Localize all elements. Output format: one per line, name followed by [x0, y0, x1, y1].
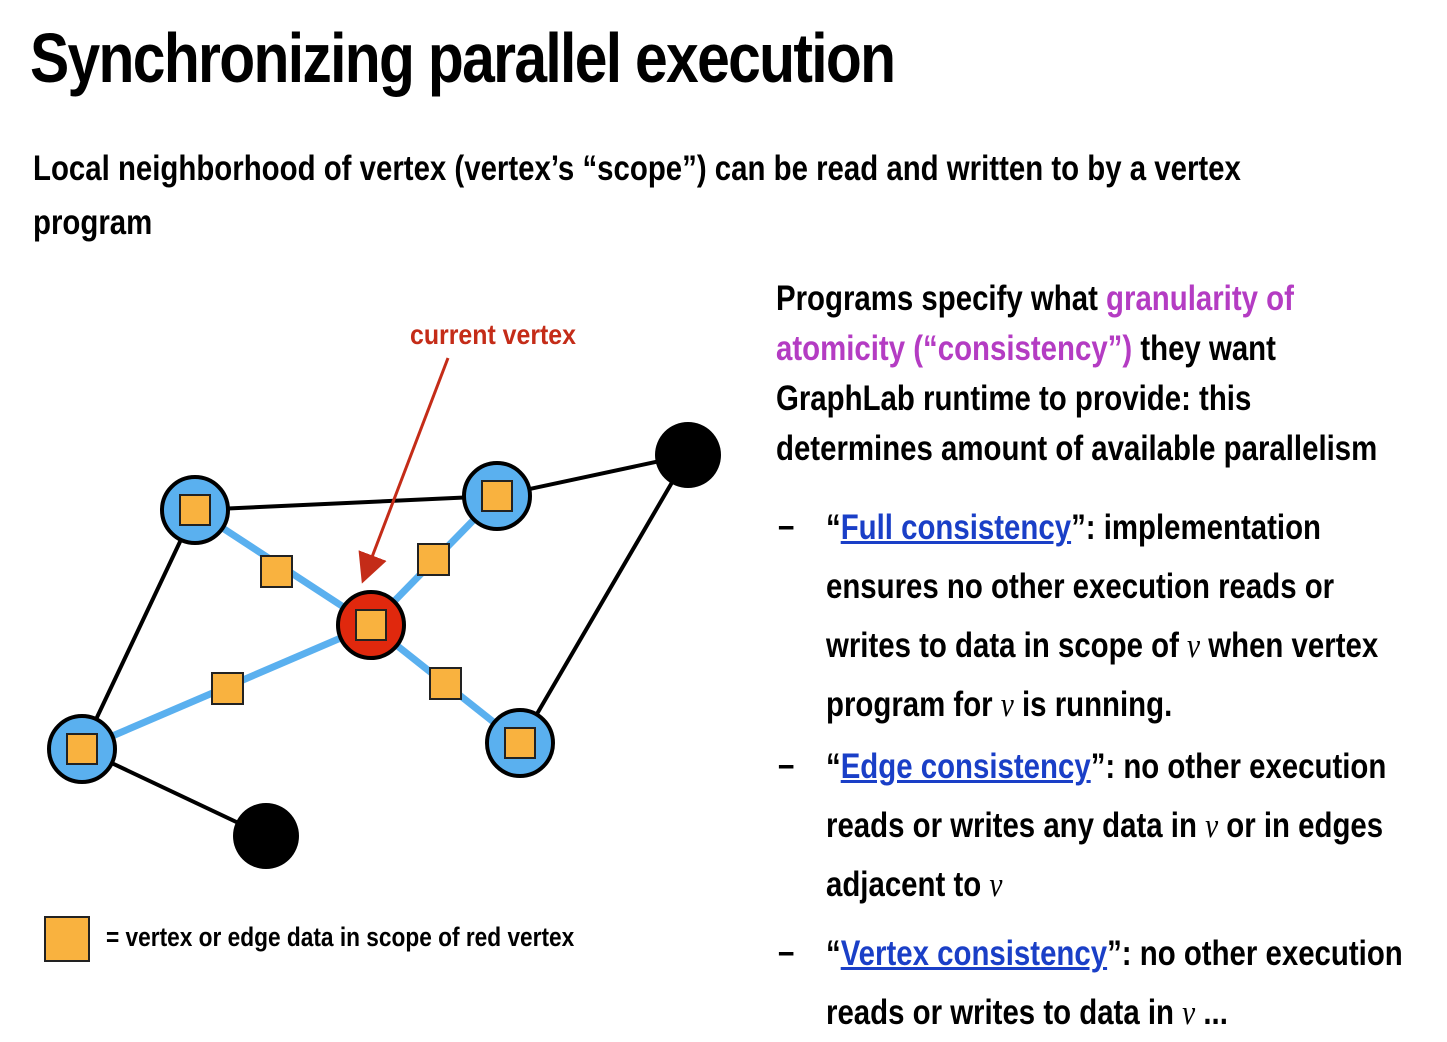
bullet-dash: – [778, 506, 795, 545]
bullet-text: “Edge consistency”: no other execution r… [826, 737, 1422, 914]
bullet-dash: – [778, 932, 795, 971]
bullet-body: or in edges adjacent to [826, 806, 1384, 904]
intro-text: Programs specify what [776, 279, 1107, 318]
current-vertex-arrow [358, 357, 450, 584]
bullet-text: “Vertex consistency”: no other execution… [826, 924, 1422, 1042]
quote-mark: “ [826, 508, 841, 547]
subtitle: Local neighborhood of vertex (vertex’s “… [33, 149, 1241, 242]
page-title: Synchronizing parallel execution [30, 19, 896, 97]
variable-v: v [1205, 806, 1219, 845]
edge-tl-tr [194, 494, 498, 512]
other-vertex [233, 803, 299, 869]
scope-vertex [160, 475, 230, 545]
edge-data-box [260, 555, 293, 588]
edge-consistency-link[interactable]: Edge consistency [840, 747, 1091, 786]
variable-v: v [989, 865, 1003, 904]
bullet-body: ”: implementation ensures no other execu… [826, 508, 1335, 665]
current-vertex-label: current vertex [410, 319, 576, 350]
vertex-consistency-link[interactable]: Vertex consistency [840, 934, 1108, 973]
intro-highlight: granularity of atomicity (“consistency”) [776, 279, 1294, 368]
quote-mark: “ [826, 934, 841, 973]
variable-v: v [1000, 685, 1014, 724]
edge-data-box [417, 543, 450, 576]
bullet-body: is running. [1013, 685, 1173, 724]
bullet-dash: – [778, 745, 795, 784]
bullet-body: when vertex program for [826, 626, 1379, 724]
edge-tl-bl [80, 509, 197, 750]
bullet-text: “Full consistency”: implementation ensur… [826, 498, 1422, 734]
other-vertex [655, 422, 721, 488]
intro-text: they want GraphLab runtime to provide: t… [776, 329, 1378, 468]
current-vertex [336, 590, 406, 660]
edge-top-black-br [518, 453, 690, 745]
bullet-body: ”: no other execution reads or writes to… [826, 934, 1403, 1032]
bullet-body: ... [1195, 993, 1228, 1032]
variable-v: v [1182, 993, 1196, 1032]
edge-data-box [429, 667, 462, 700]
consistency-intro: Programs specify what granularity of ato… [776, 274, 1414, 474]
scope-vertex [462, 461, 532, 531]
quote-mark: “ [826, 747, 841, 786]
scope-vertex [47, 714, 117, 784]
legend-text: = vertex or edge data in scope of red ve… [106, 922, 575, 952]
scope-vertex [485, 708, 555, 778]
variable-v: v [1187, 626, 1201, 665]
graph-diagram: current vertex [47, 319, 721, 869]
full-consistency-link[interactable]: Full consistency [840, 508, 1072, 547]
legend-swatch [44, 916, 90, 962]
bullet-body: ”: no other execution reads or writes an… [826, 747, 1387, 845]
edge-data-box [211, 672, 244, 705]
